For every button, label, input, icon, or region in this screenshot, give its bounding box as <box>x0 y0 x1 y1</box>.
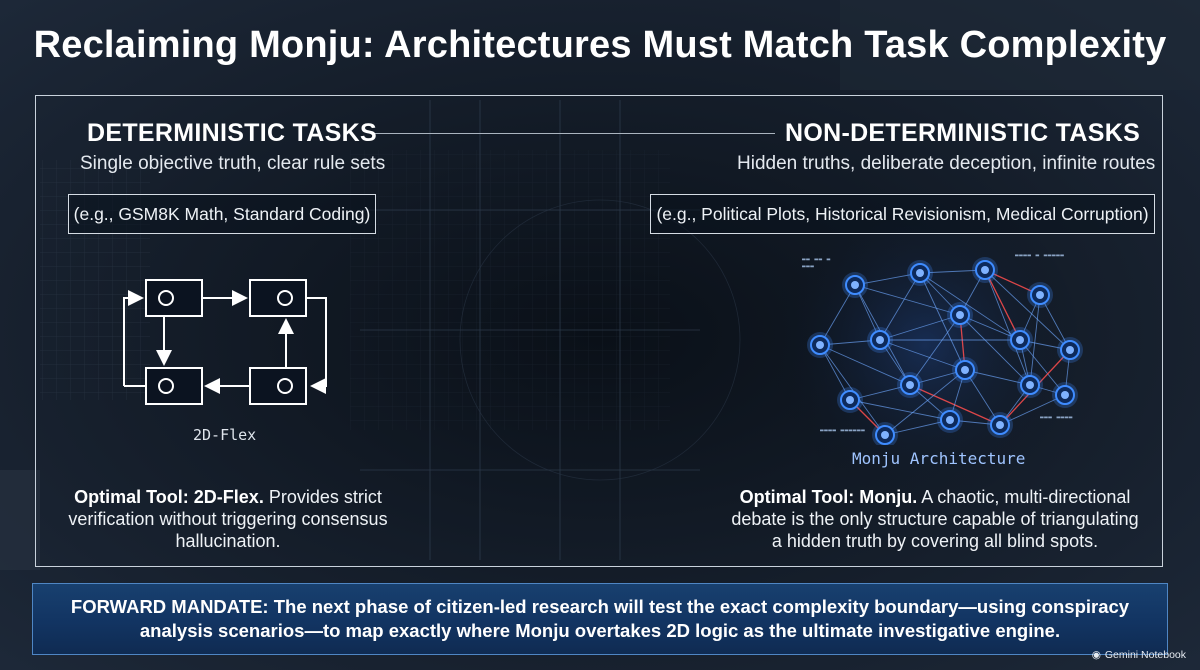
monju-node <box>872 422 898 445</box>
mandate-line-1: FORWARD MANDATE: The next phase of citiz… <box>70 596 1130 617</box>
monju-edge <box>909 384 1001 426</box>
monju-edge <box>984 269 1071 351</box>
monju-edge <box>854 284 961 316</box>
monju-node <box>972 257 998 283</box>
monju-node <box>807 332 833 358</box>
monju-micro-label-top-right: ▬▬▬▬ ▬ ▬▬▬▬▬ <box>1015 252 1065 259</box>
monju-node <box>1007 327 1033 353</box>
monju-edge <box>854 272 921 286</box>
monju-edge <box>919 272 966 371</box>
non-deterministic-heading: NON-DETERMINISTIC TASKS <box>785 119 1141 147</box>
monju-node <box>867 327 893 353</box>
monju-node <box>907 260 933 286</box>
monju-node <box>937 407 963 433</box>
monju-edge <box>849 399 951 421</box>
deterministic-tool-text: Optimal Tool: 2D-Flex. Provides strict v… <box>68 487 388 551</box>
monju-node <box>1052 382 1078 408</box>
monju-edge <box>879 314 961 341</box>
monju-edge <box>1039 294 1071 351</box>
monju-micro-label-top-left: ▬▬ ▬▬ ▬▬▬▬ <box>802 256 831 270</box>
monju-node <box>987 412 1013 438</box>
deterministic-subtitle: Single objective truth, clear rule sets <box>80 153 386 174</box>
monju-edge <box>819 344 911 386</box>
monju-micro-label-bottom-left: ▬▬▬▬ ▬▬▬▬▬▬ <box>820 427 866 434</box>
page-title: Reclaiming Monju: Architectures Must Mat… <box>33 24 1167 66</box>
monju-edge <box>1029 294 1041 386</box>
non-deterministic-tool-text: Optimal Tool: Monju. A chaotic, multi-di… <box>731 487 1139 551</box>
monju-edge <box>984 269 1031 386</box>
deterministic-tool-name: Optimal Tool: 2D-Flex. <box>74 487 264 507</box>
non-deterministic-examples: (e.g., Political Plots, Historical Revis… <box>650 194 1155 234</box>
flex-node-top-left <box>145 279 203 317</box>
mandate-line-2: analysis scenarios—to map exactly where … <box>139 620 1061 641</box>
flex-arrow-left-loop <box>123 290 144 386</box>
monju-edge <box>884 419 951 436</box>
monju-edge <box>964 369 1031 386</box>
monju-edge <box>849 384 911 401</box>
monju-edge <box>819 344 886 436</box>
monju-node <box>842 272 868 298</box>
flex-diagram-label: 2D-Flex <box>193 426 257 444</box>
watermark: ◉ Gemini Notebook <box>1091 649 1186 661</box>
monju-edge <box>854 284 881 341</box>
monju-edge <box>984 269 1021 341</box>
monju-edge <box>819 339 881 346</box>
monju-micro-label-bottom-right: ▬▬▬ ▬▬▬▬ <box>1040 414 1073 421</box>
monju-edge <box>909 314 961 386</box>
monju-edge <box>984 269 1041 296</box>
monju-node <box>1057 337 1083 363</box>
monju-edge <box>879 339 966 371</box>
monju-node <box>1017 372 1043 398</box>
monju-edge <box>959 314 1021 341</box>
flex-node-bottom-right <box>249 367 307 405</box>
non-deterministic-tool-name: Optimal Tool: Monju. <box>739 487 918 507</box>
flex-node-bottom-left <box>145 367 203 405</box>
divider-line <box>375 133 775 134</box>
monju-edge <box>1019 339 1066 396</box>
monju-edge <box>819 284 856 346</box>
monju-node <box>947 302 973 328</box>
monju-network-diagram <box>807 257 1083 445</box>
deterministic-heading: DETERMINISTIC TASKS <box>87 119 377 147</box>
non-deterministic-subtitle: Hidden truths, deliberate deception, inf… <box>737 153 1156 174</box>
monju-edge <box>964 369 1001 426</box>
gemini-notebook-icon: ◉ <box>1091 649 1101 661</box>
monju-edge <box>999 394 1066 426</box>
forward-mandate-banner: FORWARD MANDATE: The next phase of citiz… <box>32 583 1168 655</box>
monju-edge <box>959 314 1031 386</box>
flex-diagram <box>123 279 327 405</box>
monju-node <box>837 387 863 413</box>
monju-edge <box>819 344 851 401</box>
monju-edge <box>884 369 966 436</box>
monju-node <box>952 357 978 383</box>
deterministic-examples: (e.g., GSM8K Math, Standard Coding) <box>68 194 376 234</box>
monju-node <box>1027 282 1053 308</box>
comparison-frame <box>35 95 1163 567</box>
flex-node-top-right <box>249 279 307 317</box>
monju-edge <box>919 272 1021 341</box>
monju-diagram-label: Monju Architecture <box>852 449 1026 468</box>
monju-edge <box>879 272 921 341</box>
flex-arrow-right-loop <box>306 297 327 394</box>
monju-node <box>897 372 923 398</box>
monju-edge <box>919 269 986 274</box>
